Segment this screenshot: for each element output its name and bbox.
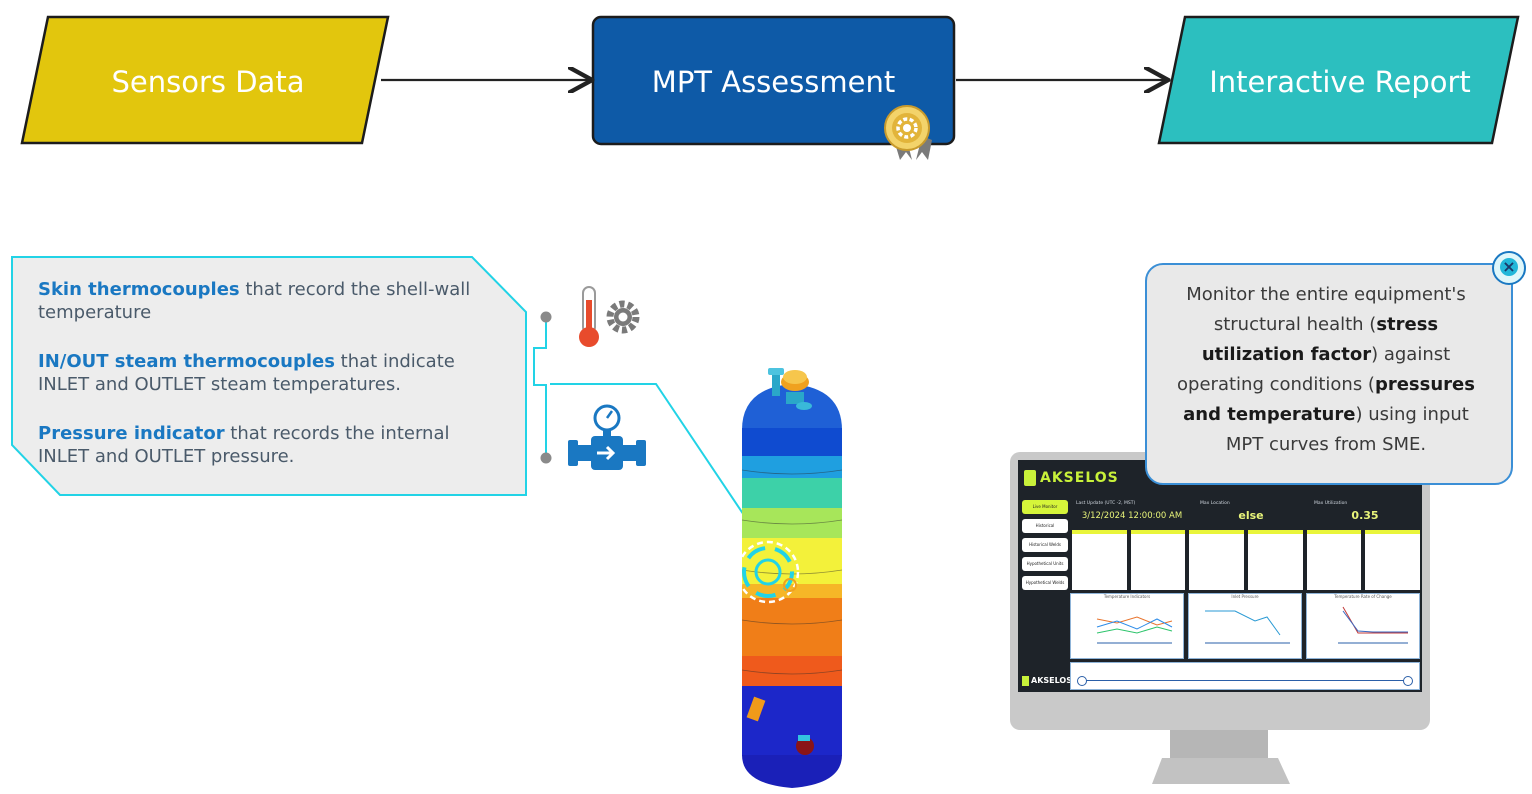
callout-line-2: structural health (stress — [1150, 310, 1502, 340]
mini-chart — [1189, 530, 1245, 590]
callout-close-button[interactable]: × — [1492, 251, 1526, 285]
timeline-slider[interactable] — [1070, 662, 1420, 690]
dashboard-screen: AKSELOS Live Monitor Historical Historic… — [1018, 460, 1422, 692]
trend-panel-temperature-rate: Temperature Rate of Change — [1306, 593, 1420, 659]
inout-thermocouples-text: IN/OUT steam thermocouples that indicate… — [38, 350, 508, 396]
trend-panel-row: Temperature Indicators Inlet Pressure Te… — [1070, 593, 1420, 659]
dashboard-nav: Live Monitor Historical Historical Welds… — [1022, 500, 1068, 595]
leader-line — [550, 383, 763, 543]
mini-chart — [1072, 530, 1127, 590]
pressure-vessel-model — [736, 368, 843, 788]
callout-line-3: utilization factor) against — [1150, 340, 1502, 370]
kpi-last-update: Last Update (UTC -2, MST) 3/12/2024 12:0… — [1072, 498, 1192, 528]
trend-panel-inlet-pressure: Inlet Pressure — [1188, 593, 1302, 659]
mpt-assessment-label: MPT Assessment — [651, 65, 896, 99]
close-icon: × — [1500, 258, 1518, 276]
mini-chart-row — [1072, 530, 1421, 590]
dashboard-brand: AKSELOS — [1040, 470, 1119, 486]
callout-line-4a: operating conditions ( — [1177, 374, 1375, 395]
trend-panel-title: Temperature Indicators — [1103, 594, 1151, 599]
interactive-report-label: Interactive Report — [1209, 65, 1471, 99]
pressure-gauge-icon — [568, 404, 646, 470]
callout-line-1: Monitor the entire equipment's — [1186, 284, 1466, 305]
trend-panel-title: Temperature Rate of Change — [1334, 594, 1392, 599]
callout-line-4b: pressures — [1374, 374, 1475, 395]
kpi-max-location-value: else — [1238, 509, 1264, 522]
inout-thermocouples-desc: that indicate INLET and OUTLET steam tem… — [38, 351, 455, 395]
sensor-info-panel — [11, 256, 527, 496]
slider-handle-right[interactable] — [1403, 676, 1413, 686]
kpi-max-location: Max Location else — [1196, 498, 1306, 528]
kpi-max-utilization-label: Max Utilization — [1314, 501, 1348, 506]
kpi-max-location-label: Max Location — [1200, 501, 1230, 506]
temperature-rate-trend-lines — [1338, 606, 1408, 644]
callout-line-2a: structural health ( — [1213, 314, 1377, 335]
thermometer-icon — [579, 286, 599, 347]
award-badge-icon — [884, 105, 932, 160]
sensors-data-label: Sensors Data — [111, 65, 305, 99]
monitor-callout — [1145, 263, 1513, 485]
mini-chart — [1248, 530, 1303, 590]
callout-line-5a: and temperature — [1183, 404, 1356, 425]
akselos-logo-icon — [1024, 470, 1036, 486]
trend-panel-title: Inlet Pressure — [1231, 594, 1259, 599]
callout-line-2b: stress — [1376, 314, 1439, 335]
mini-chart — [1306, 530, 1362, 590]
monitor-description: Monitor the entire equipment's structura… — [1150, 280, 1502, 460]
interactive-report-box — [1157, 15, 1520, 145]
callout-line-3a: utilization factor — [1201, 344, 1372, 365]
callout-line-6: MPT curves from SME. — [1225, 434, 1427, 455]
skin-thermocouples-desc: that record the shell-wall temperature — [38, 279, 471, 323]
pressure-indicator-desc: that records the internal INLET and OUTL… — [38, 423, 450, 467]
pressure-indicator-text: Pressure indicator that records the inte… — [38, 422, 498, 468]
footer-brand-text: AKSELOS — [1031, 676, 1072, 685]
inlet-pressure-trend-line — [1205, 610, 1290, 644]
akselos-footer-icon — [1022, 676, 1029, 686]
skin-thermocouples-text: Skin thermocouples that record the shell… — [38, 278, 488, 324]
nav-hypothetical-welds[interactable]: Hypothetical Welds — [1022, 576, 1068, 590]
pressure-indicator-title: Pressure indicator — [38, 423, 225, 444]
bracket-dot-top — [540, 311, 552, 323]
nav-historical-welds[interactable]: Historical Welds — [1022, 538, 1068, 552]
slider-handle-left[interactable] — [1077, 676, 1087, 686]
nav-historical[interactable]: Historical — [1022, 519, 1068, 533]
mini-chart — [1365, 530, 1421, 590]
inout-thermocouples-title: IN/OUT steam thermocouples — [38, 351, 335, 372]
sensors-data-box — [20, 15, 390, 145]
nav-live-monitor[interactable]: Live Monitor — [1022, 500, 1068, 514]
trend-panel-temperature: Temperature Indicators — [1070, 593, 1184, 659]
temperature-trend-lines — [1096, 616, 1173, 644]
slider-track — [1081, 680, 1409, 681]
gear-icon — [606, 300, 640, 334]
kpi-max-utilization-value: 0.35 — [1351, 509, 1379, 522]
mini-chart — [1130, 530, 1186, 590]
nav-hypothetical-units[interactable]: Hypothetical Units — [1022, 557, 1068, 571]
dashboard-header: AKSELOS — [1018, 460, 1422, 496]
callout-line-5b: ) using input — [1355, 404, 1469, 425]
sensor-bracket — [533, 317, 547, 458]
callout-line-4: operating conditions (pressures — [1150, 370, 1502, 400]
bracket-dot-bottom — [540, 452, 552, 464]
skin-thermocouples-title: Skin thermocouples — [38, 279, 240, 300]
kpi-last-update-value: 3/12/2024 12:00:00 AM — [1081, 511, 1183, 521]
callout-line-5: and temperature) using input — [1150, 400, 1502, 430]
dashboard-footer-brand: AKSELOS — [1022, 674, 1072, 688]
callout-line-3b: ) against — [1371, 344, 1451, 365]
kpi-last-update-label: Last Update (UTC -2, MST) — [1076, 501, 1136, 506]
kpi-max-utilization: Max Utilization 0.35 — [1310, 498, 1420, 528]
